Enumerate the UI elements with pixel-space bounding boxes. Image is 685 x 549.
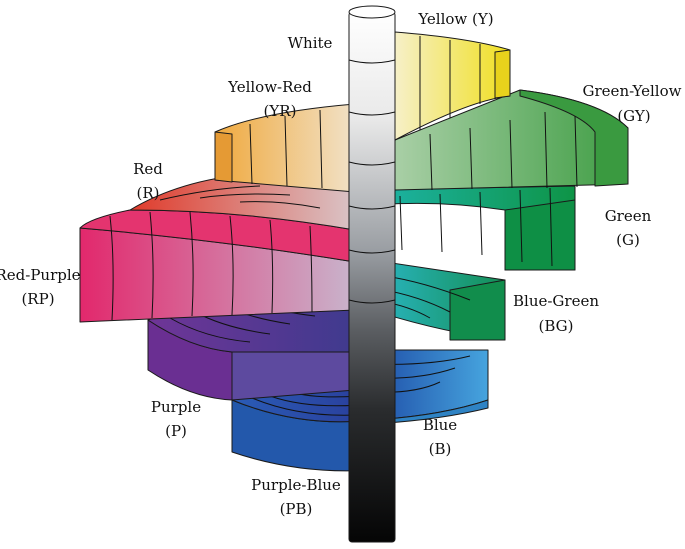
label-red-purple-code: (RP)	[21, 290, 54, 308]
label-green-code: (G)	[616, 231, 640, 249]
label-blue-green: Blue-Green	[513, 292, 599, 310]
hue-block-green	[371, 185, 576, 271]
label-yellow-red: Yellow-Red	[227, 78, 312, 96]
label-purple-code: (P)	[165, 422, 187, 440]
label-white: White	[288, 34, 333, 52]
neutral-value-axis	[348, 5, 396, 543]
diagram-labels: White Yellow (Y) Green-Yellow (GY) Green…	[0, 10, 682, 518]
label-blue-green-code: (BG)	[539, 317, 574, 335]
hue-block-purple	[147, 299, 356, 401]
hue-block-red-purple	[79, 209, 356, 323]
label-green: Green	[605, 207, 652, 225]
label-red: Red	[133, 160, 163, 178]
hue-block-red	[129, 173, 356, 231]
label-green-yellow: Green-Yellow	[583, 82, 682, 100]
label-yellow: Yellow (Y)	[417, 10, 493, 28]
label-red-code: (R)	[137, 184, 160, 202]
label-blue: Blue	[423, 416, 457, 434]
hue-block-blue-green	[371, 259, 506, 341]
label-green-yellow-code: (GY)	[617, 107, 650, 125]
label-purple-blue-code: (PB)	[280, 500, 313, 518]
hue-block-yellow-red	[214, 103, 356, 193]
label-red-purple: Red-Purple	[0, 266, 81, 284]
label-purple-blue: Purple-Blue	[251, 476, 341, 494]
label-blue-code: (B)	[429, 440, 452, 458]
label-yellow-red-code: (YR)	[264, 102, 297, 120]
hue-block-yellow	[394, 31, 511, 141]
label-purple: Purple	[151, 398, 201, 416]
hue-block-green-yellow	[394, 89, 629, 191]
